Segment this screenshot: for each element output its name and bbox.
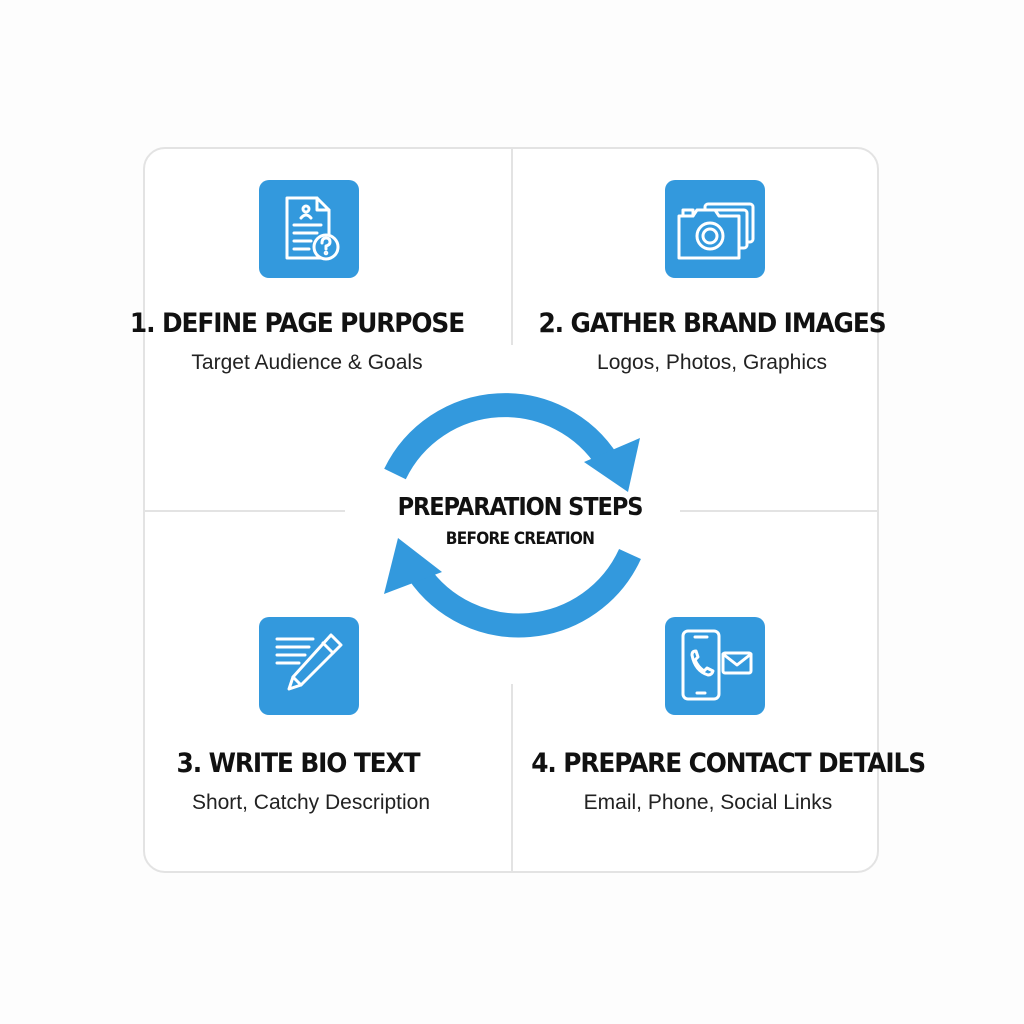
- step-2-title: 2. GATHER BRAND IMAGES: [538, 308, 886, 339]
- vertical-divider-bottom: [511, 684, 513, 872]
- step-1-subtitle: Target Audience & Goals: [191, 351, 423, 374]
- pencil-writing-icon: [259, 617, 359, 715]
- center-title: PREPARATION STEPS: [397, 492, 644, 521]
- step-3-subtitle: Short, Catchy Description: [191, 791, 431, 814]
- cycle-arrows-icon: [384, 393, 641, 638]
- center-subtitle: BEFORE CREATION: [445, 529, 595, 549]
- step-1-title: 1. DEFINE PAGE PURPOSE: [129, 308, 465, 339]
- phone-email-icon: [665, 617, 765, 715]
- step-3-title: 3. WRITE BIO TEXT: [176, 748, 421, 779]
- step-2-subtitle: Logos, Photos, Graphics: [597, 351, 827, 374]
- horizontal-divider-left: [145, 510, 345, 512]
- document-question-icon: [259, 180, 359, 278]
- horizontal-divider-right: [680, 510, 878, 512]
- step-4-subtitle: Email, Phone, Social Links: [583, 791, 833, 814]
- camera-photos-icon: [665, 180, 765, 278]
- vertical-divider-top: [511, 149, 513, 345]
- step-4-title: 4. PREPARE CONTACT DETAILS: [531, 748, 926, 779]
